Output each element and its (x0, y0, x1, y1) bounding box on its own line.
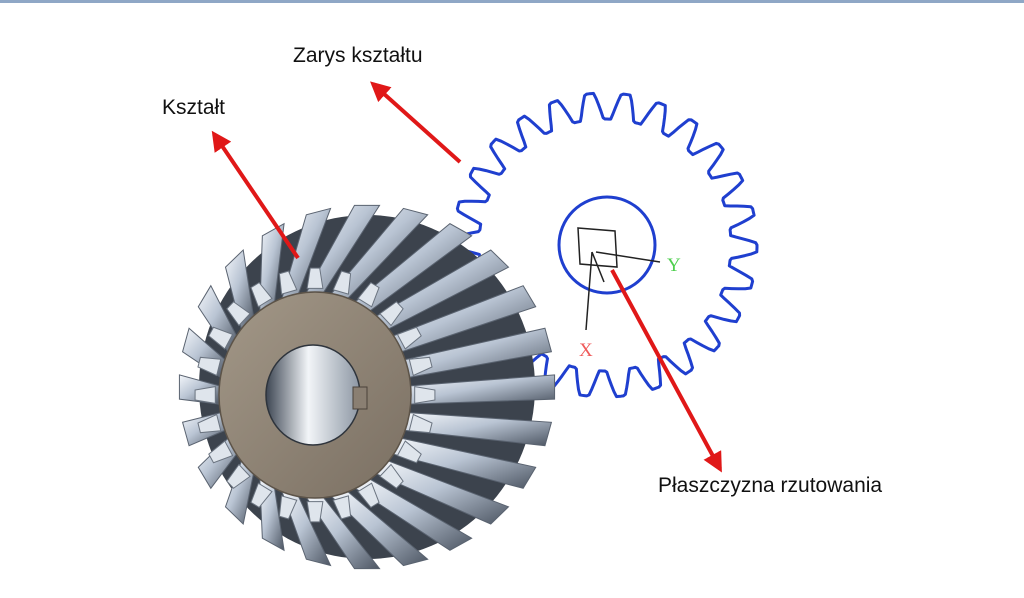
plane-frame (577, 227, 618, 268)
gear-tooth-tip (194, 386, 216, 404)
gear-tooth-tip (414, 386, 436, 404)
hub-circle-outline (557, 195, 657, 295)
gear-tooth-tip (306, 501, 324, 523)
gear-tooth-tip (332, 270, 352, 295)
axis-y-label: Y (667, 255, 681, 276)
axis-x-label: X (579, 340, 593, 361)
gear-bore (265, 344, 361, 446)
gear-tooth-tip (408, 356, 433, 377)
gear-tooth-tip (250, 482, 273, 509)
gear-tooth-tip (208, 440, 234, 464)
gear-tooth-tip (197, 356, 222, 377)
gear-tooth-tip (278, 270, 298, 295)
gear-tooth-tip (306, 267, 324, 289)
label-shape: Kształt (162, 96, 226, 119)
top-border (0, 0, 1024, 3)
label-projection-plane: Płaszczyzna rzutowania (658, 474, 883, 497)
arrow-projection-plane (610, 269, 722, 473)
gear-tooth-tip (396, 326, 422, 350)
gear-tooth-tip (408, 413, 433, 434)
gear-tooth-tip (197, 413, 222, 434)
axis-x-line (585, 251, 593, 331)
label-shape-outline: Zarys kształtu (293, 44, 423, 67)
axis-z-line (591, 251, 605, 283)
gear-tooth-tip (208, 326, 234, 350)
gear-tooth-tip (278, 495, 298, 520)
gear-tooth-tip (357, 281, 380, 308)
arrow-shape-outline (370, 81, 462, 164)
bevel-gear-solid (178, 204, 556, 570)
gear-tooth-tip (357, 482, 380, 509)
gear-tooth-tip (226, 301, 251, 327)
gear-tooth-tip (226, 463, 251, 489)
arrow-shape (211, 130, 300, 260)
gear-tooth-tip (396, 440, 422, 464)
axis-y-line (595, 251, 661, 263)
gear-keyway (352, 386, 368, 410)
gear-tooth-tip (332, 495, 352, 520)
gear-tooth-tip (379, 463, 404, 489)
gear-tooth-tip (379, 301, 404, 327)
gear-tooth-tip (250, 281, 273, 308)
coordinate-system (577, 227, 661, 331)
